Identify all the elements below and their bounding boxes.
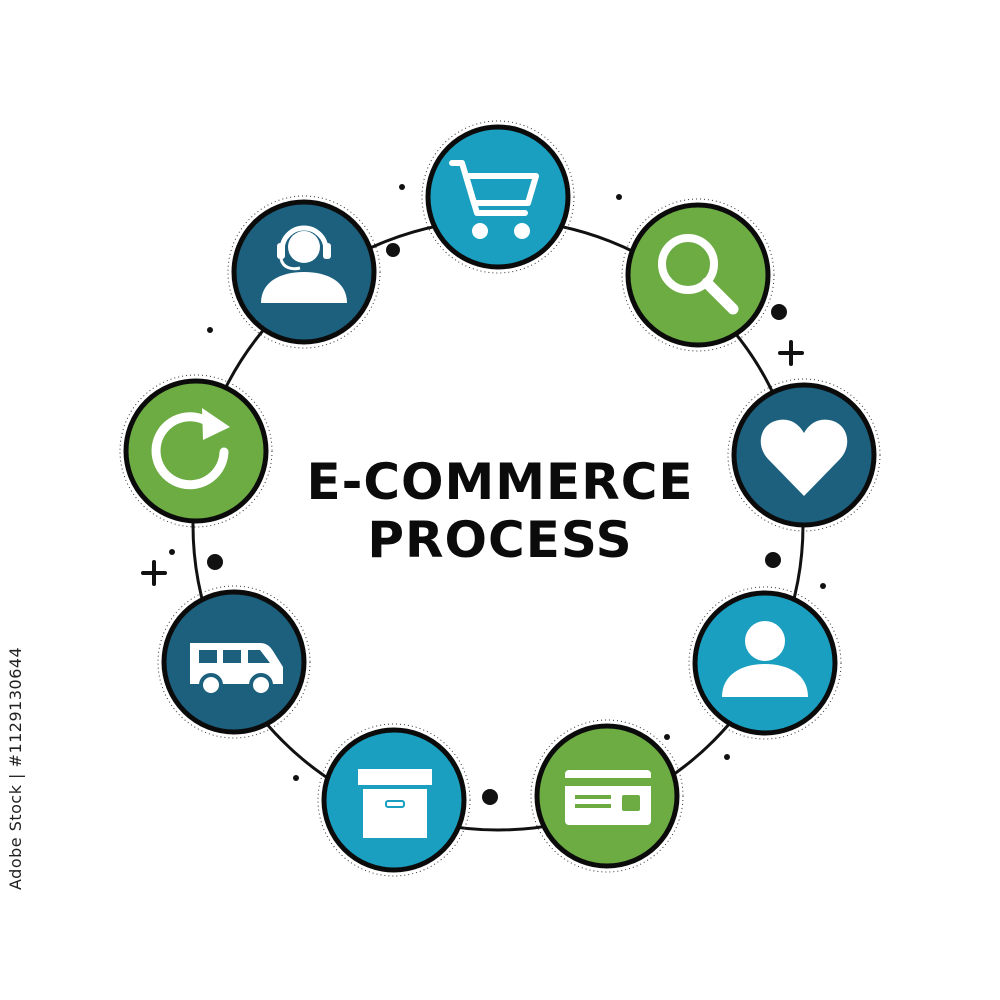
shopping-cart-icon (449, 160, 539, 239)
diagram-title-line-2: PROCESS (367, 511, 633, 569)
stock-watermark-id: Adobe Stock | #1129130644 (6, 646, 25, 890)
decorative-dots (169, 184, 826, 805)
step-node-return (119, 374, 273, 528)
step-node-payment (530, 719, 684, 873)
user-icon (722, 621, 808, 697)
search-icon (658, 234, 739, 315)
step-node-support (227, 195, 381, 349)
credit-card-icon (565, 770, 651, 825)
step-node-account (688, 586, 842, 740)
plus-icon (141, 560, 167, 586)
heart-icon (760, 419, 848, 496)
support-headset-icon (261, 225, 347, 303)
step-node-delivery (157, 585, 311, 739)
diagram-title-line-1: E-COMMERCE (306, 453, 694, 511)
step-node-packing (317, 723, 471, 877)
step-node-cart (421, 120, 575, 274)
step-node-search (621, 198, 775, 352)
step-node-favorite (727, 378, 881, 532)
refresh-icon (151, 408, 230, 490)
package-box-icon (358, 769, 432, 838)
delivery-van-icon (190, 643, 283, 697)
plus-icon (778, 340, 804, 366)
